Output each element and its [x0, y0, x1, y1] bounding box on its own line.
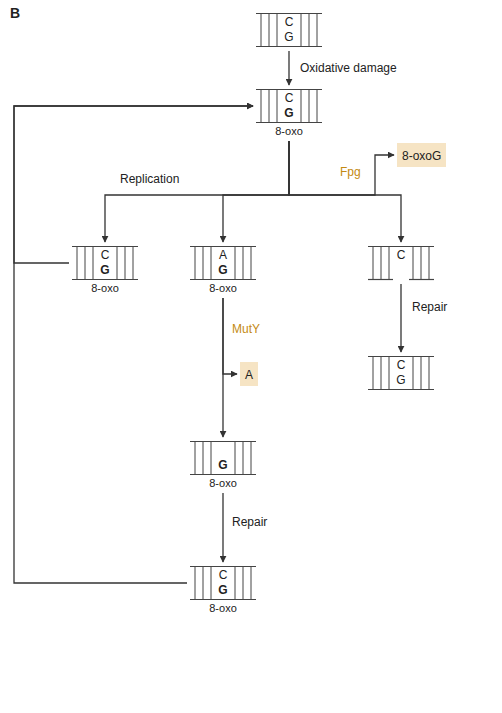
pathway-arrow [400, 284, 401, 352]
process-label: Repair [410, 300, 449, 314]
dna-fragment: CG [368, 355, 434, 391]
pathway-arrow [288, 51, 289, 85]
base-letter: G [215, 583, 231, 598]
dna-fragment: CG8-oxo [190, 565, 256, 615]
dna-fragment: C [368, 245, 434, 281]
dna-fragment: AG8-oxo [190, 245, 256, 295]
lesion-label: 8-oxo [178, 477, 268, 490]
base-letter: G [97, 263, 113, 278]
base-letter: A [215, 248, 231, 263]
dna-fragment: G8-oxo [190, 440, 256, 490]
released-base-box: 8-oxoG [397, 143, 446, 167]
process-label: Oxidative damage [298, 61, 399, 75]
lesion-label: 8-oxo [178, 282, 268, 295]
base-letter: G [393, 373, 409, 388]
enzyme-label: Fpg [338, 165, 363, 179]
pathway-arrow [289, 141, 401, 242]
base-letter: C [97, 248, 113, 263]
base-letter: G [281, 30, 297, 45]
base-letter: C [393, 358, 409, 373]
pathway-arrow [14, 106, 253, 583]
dna-fragment: CG8-oxo [72, 245, 138, 295]
panel-letter: B [8, 6, 22, 20]
dna-fragment: CG8-oxo [256, 88, 322, 138]
process-label: Repair [230, 515, 269, 529]
lesion-label: 8-oxo [60, 282, 150, 295]
released-base-box: A [240, 362, 258, 386]
pathway-arrow [105, 141, 289, 242]
pathway-arrow [223, 298, 237, 374]
base-letter: C [215, 568, 231, 583]
process-label: Replication [118, 172, 181, 186]
pathway-arrow [14, 106, 253, 263]
base-letter: C [281, 91, 297, 106]
enzyme-label: MutY [230, 322, 262, 336]
base-letter: G [215, 458, 231, 473]
base-letter: C [393, 248, 409, 263]
base-letter: C [281, 15, 297, 30]
pathway-arrow [222, 493, 223, 562]
lesion-label: 8-oxo [244, 125, 334, 138]
pathway-arrow [223, 141, 289, 242]
lesion-label: 8-oxo [178, 602, 268, 615]
base-text: A [245, 368, 253, 382]
pathway-arrow [289, 141, 394, 195]
base-letter: G [215, 263, 231, 278]
dna-fragment: CG [256, 12, 322, 48]
base-text: 8-oxoG [402, 149, 441, 163]
base-letter: G [281, 106, 297, 121]
